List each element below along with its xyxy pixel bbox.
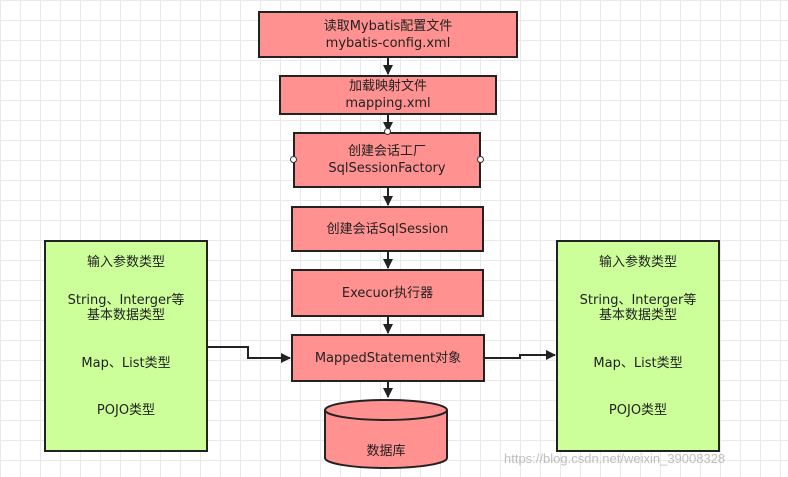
read-config-title: 读取Mybatis配置文件 — [323, 18, 453, 34]
create-factory-title: 创建会话工厂 — [347, 144, 426, 159]
arrow-input-to-statement — [207, 346, 291, 363]
input-param-panel[interactable]: 输入参数类型 String、Interger等 基本数据类型 Map、List类… — [44, 240, 208, 452]
input-panel-basic-types-line2: 基本数据类型 — [86, 308, 165, 323]
input-panel-map-list: Map、List类型 — [81, 356, 171, 371]
factory-right-handle[interactable] — [477, 156, 484, 163]
mapped-statement-node[interactable]: MappedStatement对象 — [291, 334, 485, 382]
arrow-statement-to-output — [485, 350, 556, 360]
mapped-statement-title: MappedStatement对象 — [314, 350, 462, 366]
factory-left-handle[interactable] — [290, 156, 297, 163]
output-param-panel[interactable]: 输入参数类型 String、Interger等 基本数据类型 Map、List类… — [556, 240, 720, 452]
database-cylinder — [324, 399, 448, 469]
output-panel-title: 输入参数类型 — [598, 255, 677, 270]
input-panel-basic-types-line1: String、Interger等 — [67, 293, 185, 308]
input-panel-title: 输入参数类型 — [86, 255, 165, 270]
output-panel-basic-types-line2: 基本数据类型 — [598, 308, 677, 323]
output-panel-map-list: Map、List类型 — [593, 356, 683, 371]
input-panel-pojo: POJO类型 — [96, 403, 156, 418]
watermark: https://blog.csdn.net/weixin_39008328 — [504, 451, 726, 466]
load-mapping-node[interactable]: 加载映射文件 mapping.xml — [279, 75, 497, 115]
load-mapping-filename: mapping.xml — [345, 96, 431, 111]
create-factory-class: SqlSessionFactory — [328, 161, 446, 176]
load-mapping-title: 加载映射文件 — [348, 79, 427, 94]
output-panel-basic-types-line1: String、Interger等 — [579, 293, 697, 308]
read-config-node[interactable]: 读取Mybatis配置文件 mybatis-config.xml — [258, 11, 518, 58]
executor-title: Execuor执行器 — [341, 285, 434, 301]
factory-top-handle[interactable] — [384, 128, 391, 135]
executor-node[interactable]: Execuor执行器 — [291, 269, 484, 317]
create-session-title: 创建会话SqlSession — [326, 221, 449, 237]
read-config-filename: mybatis-config.xml — [325, 35, 451, 51]
create-session-node[interactable]: 创建会话SqlSession — [291, 206, 484, 252]
create-factory-node[interactable]: 创建会话工厂 SqlSessionFactory — [293, 132, 481, 188]
output-panel-pojo: POJO类型 — [608, 403, 668, 418]
database-label: 数据库 — [366, 444, 406, 459]
